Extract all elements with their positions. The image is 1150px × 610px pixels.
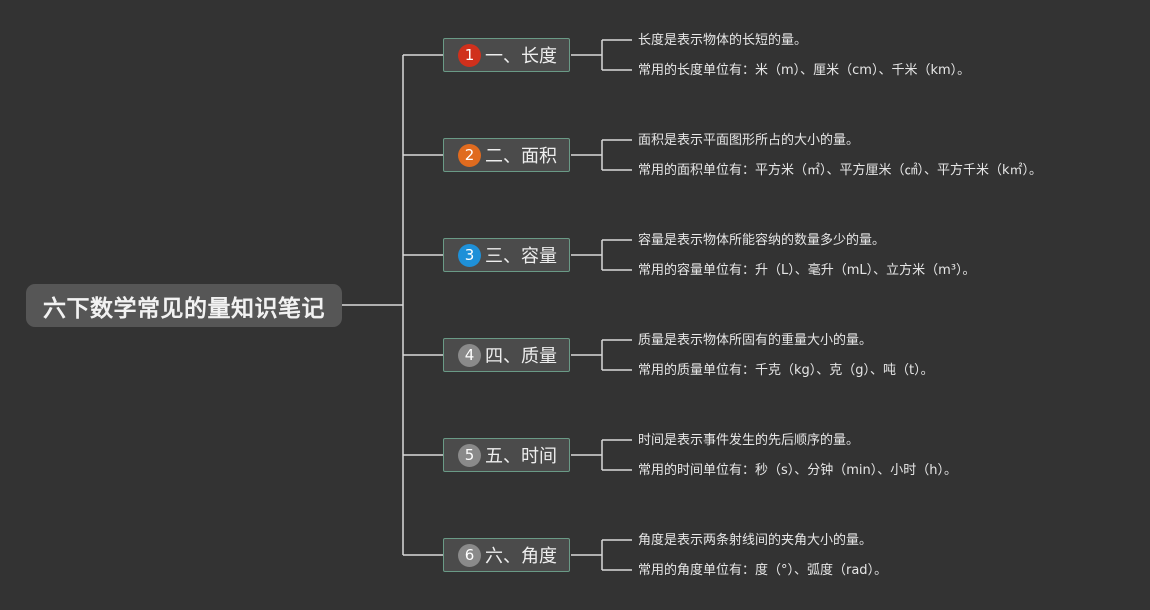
leaf-units[interactable]: 常用的质量单位有：千克（kg）、克（g）、吨（t）。 xyxy=(638,363,934,378)
number-badge-icon: 5 xyxy=(458,443,481,467)
leaf-definition[interactable]: 角度是表示两条射线间的夹角大小的量。 xyxy=(638,533,873,548)
branch-label: 五、时间 xyxy=(485,446,557,467)
branch-label: 三、容量 xyxy=(485,246,557,267)
leaf-units[interactable]: 常用的长度单位有：米（m）、厘米（cm）、千米（km）。 xyxy=(638,63,971,78)
number-badge-icon: 3 xyxy=(458,243,481,267)
branch-label: 四、质量 xyxy=(485,346,557,367)
leaf-definition[interactable]: 时间是表示事件发生的先后顺序的量。 xyxy=(638,433,860,448)
number-badge-icon: 4 xyxy=(458,343,481,367)
branch-label: 二、面积 xyxy=(485,146,557,167)
leaf-definition[interactable]: 面积是表示平面图形所占的大小的量。 xyxy=(638,133,860,148)
leaf-definition[interactable]: 容量是表示物体所能容纳的数量多少的量。 xyxy=(638,233,886,248)
leaf-units[interactable]: 常用的角度单位有：度（°）、弧度（rad）。 xyxy=(638,563,888,578)
leaf-definition[interactable]: 质量是表示物体所固有的重量大小的量。 xyxy=(638,333,873,348)
number-badge-icon: 2 xyxy=(458,143,481,167)
number-badge-icon: 1 xyxy=(458,43,481,67)
branch-label: 六、角度 xyxy=(485,546,557,567)
leaf-definition[interactable]: 长度是表示物体的长短的量。 xyxy=(638,33,808,48)
root-title: 六下数学常见的量知识笔记 xyxy=(43,295,325,322)
branch-label: 一、长度 xyxy=(485,46,557,67)
leaf-units[interactable]: 常用的面积单位有：平方米（㎡）、平方厘米（㎠）、平方千米（k㎡）。 xyxy=(638,163,1043,178)
root-topic[interactable]: 六下数学常见的量知识笔记 xyxy=(26,284,342,327)
leaf-units[interactable]: 常用的容量单位有：升（L）、毫升（mL）、立方米（m³）。 xyxy=(638,263,976,278)
number-badge-icon: 6 xyxy=(458,543,481,567)
leaf-units[interactable]: 常用的时间单位有：秒（s）、分钟（min）、小时（h）。 xyxy=(638,463,958,478)
